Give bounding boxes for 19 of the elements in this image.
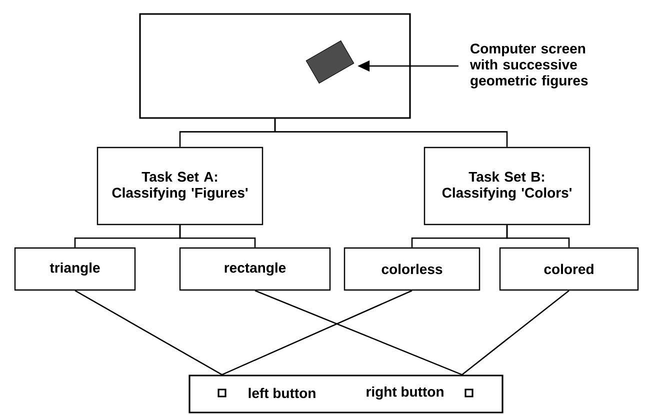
connector-line <box>222 290 412 376</box>
connector-line <box>462 290 570 376</box>
category-box: triangle <box>14 247 136 291</box>
connector-line <box>179 225 256 248</box>
figure-picture <box>306 40 354 84</box>
task-box: Task Set B: Classifying 'Colors' <box>424 146 590 226</box>
category-box: rectangle <box>179 247 331 291</box>
button-panel <box>188 374 504 414</box>
category-box: colorless <box>344 247 480 291</box>
screen-box <box>139 13 411 119</box>
button-label: left button <box>248 388 316 398</box>
connector-line <box>74 290 222 376</box>
category-box: colored <box>499 247 639 291</box>
connector-line <box>254 290 462 376</box>
button-label: right button <box>366 386 444 400</box>
connector-line <box>506 225 570 248</box>
connector-line <box>274 118 508 147</box>
callout-text: Computer screen with successive geometric figures <box>470 44 588 88</box>
task-box: Task Set A: Classifying 'Figures' <box>96 146 264 226</box>
